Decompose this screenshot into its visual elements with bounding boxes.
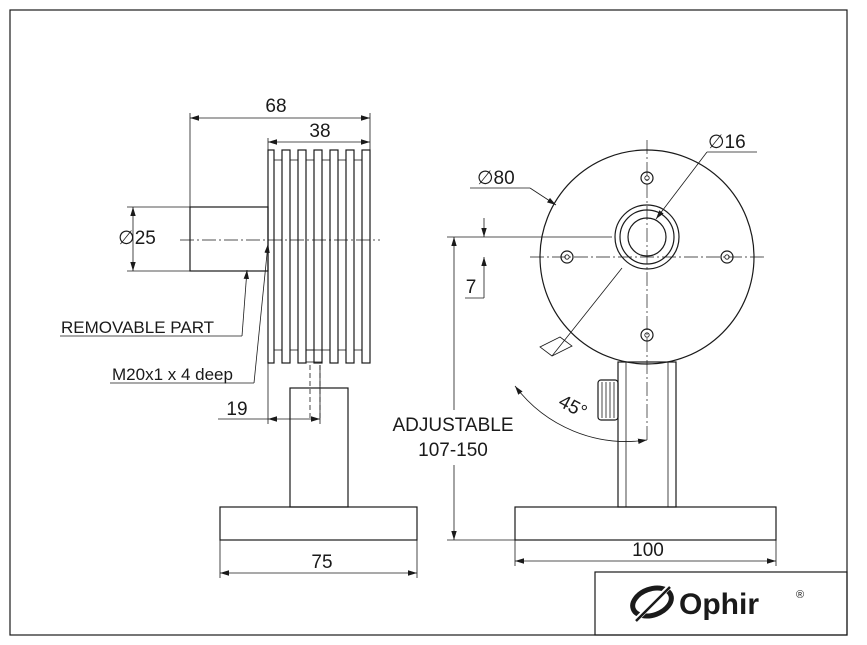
label-thread: M20x1 x 4 deep — [112, 365, 233, 384]
side-base — [219, 506, 418, 541]
front-view: 45° ∅80 ∅16 7 ADJUSTABLE 107-150 100 — [392, 132, 777, 566]
title-block: Ophir ® — [594, 571, 848, 636]
label-removable-part: REMOVABLE PART — [61, 318, 214, 337]
rotation-indicator — [539, 336, 573, 357]
leader-removable — [241, 269, 250, 337]
logo-registered: ® — [796, 589, 804, 601]
dim-75-text: 75 — [311, 552, 332, 573]
label-adjustable-2: 107-150 — [418, 440, 488, 461]
logo-text: Ophir — [679, 588, 759, 621]
lock-knob — [597, 379, 619, 421]
removable-part-body — [189, 206, 269, 272]
logo-box — [594, 571, 848, 636]
dim-16-text: ∅16 — [708, 132, 746, 153]
side-view: 68 38 ∅25 REMOVABLE PART M20x1 x 4 deep … — [60, 96, 418, 578]
leader-thread — [253, 243, 270, 384]
dim-25-text: ∅25 — [118, 228, 156, 249]
angle-45-text: 45° — [555, 391, 590, 423]
dim-19-text: 19 — [226, 399, 247, 420]
leader-16 — [655, 151, 708, 220]
ophir-logo-icon — [630, 580, 676, 626]
side-post — [289, 387, 349, 508]
drawing-border — [9, 9, 848, 636]
dim-7-text: 7 — [466, 277, 477, 298]
heatsink-fins — [267, 149, 371, 364]
dim-100-text: 100 — [632, 540, 664, 561]
post-neck — [305, 349, 323, 363]
angle-arc — [514, 385, 648, 444]
dim-80-text: ∅80 — [477, 168, 515, 189]
front-base — [514, 506, 777, 541]
dim-68-text: 68 — [265, 96, 286, 117]
leader-80 — [529, 187, 557, 206]
dim-38-text: 38 — [309, 121, 330, 142]
label-adjustable-1: ADJUSTABLE — [392, 415, 513, 436]
